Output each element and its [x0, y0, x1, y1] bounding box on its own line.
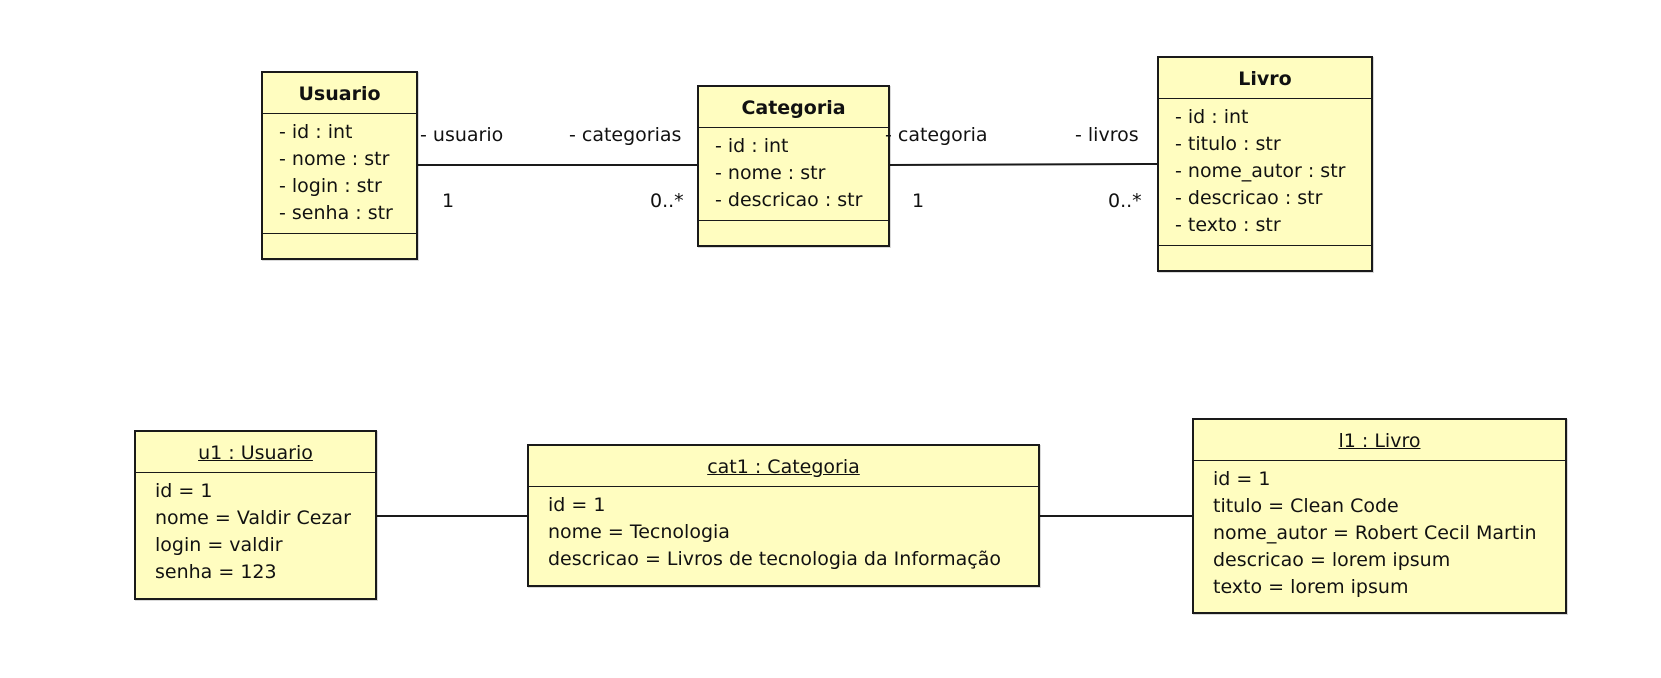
association-categoria-livro[interactable] — [886, 163, 1159, 166]
attribute: - descricao : str — [715, 189, 863, 211]
slot: senha = 123 — [155, 561, 277, 583]
slot: nome_autor = Robert Cecil Martin — [1213, 522, 1537, 544]
class-livro-name: Livro — [1159, 58, 1371, 99]
slot: login = valdir — [155, 534, 283, 556]
slot: descricao = Livros de tecnologia da Info… — [548, 548, 1001, 570]
attribute: - nome : str — [279, 148, 390, 170]
multiplicity-livros: 0..* — [1108, 190, 1142, 212]
class-categoria[interactable]: Categoria - id : int - nome : str - desc… — [697, 85, 890, 247]
object-u1-slots: id = 1 nome = Valdir Cezar login = valdi… — [136, 473, 375, 592]
object-l1[interactable]: l1 : Livro id = 1 titulo = Clean Code no… — [1192, 418, 1567, 614]
attribute: - id : int — [279, 121, 353, 143]
class-livro-attributes: - id : int - titulo : str - nome_autor :… — [1159, 99, 1371, 245]
attribute: - nome : str — [715, 162, 826, 184]
attribute: - login : str — [279, 175, 382, 197]
class-categoria-attributes: - id : int - nome : str - descricao : st… — [699, 128, 888, 220]
attribute: - id : int — [715, 135, 789, 157]
object-l1-slots: id = 1 titulo = Clean Code nome_autor = … — [1194, 461, 1565, 607]
multiplicity-categoria: 1 — [912, 190, 925, 212]
class-usuario-operations — [263, 233, 416, 252]
object-l1-name: l1 : Livro — [1194, 420, 1565, 461]
attribute: - senha : str — [279, 202, 393, 224]
class-livro-operations — [1159, 245, 1371, 264]
class-usuario-attributes: - id : int - nome : str - login : str - … — [263, 114, 416, 233]
class-livro[interactable]: Livro - id : int - titulo : str - nome_a… — [1157, 56, 1373, 272]
attribute: - descricao : str — [1175, 187, 1323, 209]
slot: id = 1 — [1213, 468, 1271, 490]
class-categoria-name: Categoria — [699, 87, 888, 128]
attribute: - texto : str — [1175, 214, 1281, 236]
class-usuario[interactable]: Usuario - id : int - nome : str - login … — [261, 71, 418, 260]
slot: descricao = lorem ipsum — [1213, 549, 1451, 571]
multiplicity-usuario: 1 — [442, 190, 455, 212]
role-label-categorias: - categorias — [569, 124, 682, 146]
object-cat1-name: cat1 : Categoria — [529, 446, 1038, 487]
role-label-livros: - livros — [1075, 124, 1139, 146]
attribute: - id : int — [1175, 106, 1249, 128]
attribute: - nome_autor : str — [1175, 160, 1346, 182]
slot: texto = lorem ipsum — [1213, 576, 1409, 598]
slot: titulo = Clean Code — [1213, 495, 1399, 517]
slot: id = 1 — [155, 480, 213, 502]
object-cat1[interactable]: cat1 : Categoria id = 1 nome = Tecnologi… — [527, 444, 1040, 587]
class-categoria-operations — [699, 220, 888, 239]
role-label-categoria: - categoria — [885, 124, 988, 146]
class-usuario-name: Usuario — [263, 73, 416, 114]
object-cat1-slots: id = 1 nome = Tecnologia descricao = Liv… — [529, 487, 1038, 579]
slot: nome = Tecnologia — [548, 521, 730, 543]
multiplicity-categorias: 0..* — [650, 190, 684, 212]
slot: id = 1 — [548, 494, 606, 516]
attribute: - titulo : str — [1175, 133, 1281, 155]
role-label-usuario: - usuario — [420, 124, 504, 146]
slot: nome = Valdir Cezar — [155, 507, 351, 529]
object-u1[interactable]: u1 : Usuario id = 1 nome = Valdir Cezar … — [134, 430, 377, 600]
object-u1-name: u1 : Usuario — [136, 432, 375, 473]
